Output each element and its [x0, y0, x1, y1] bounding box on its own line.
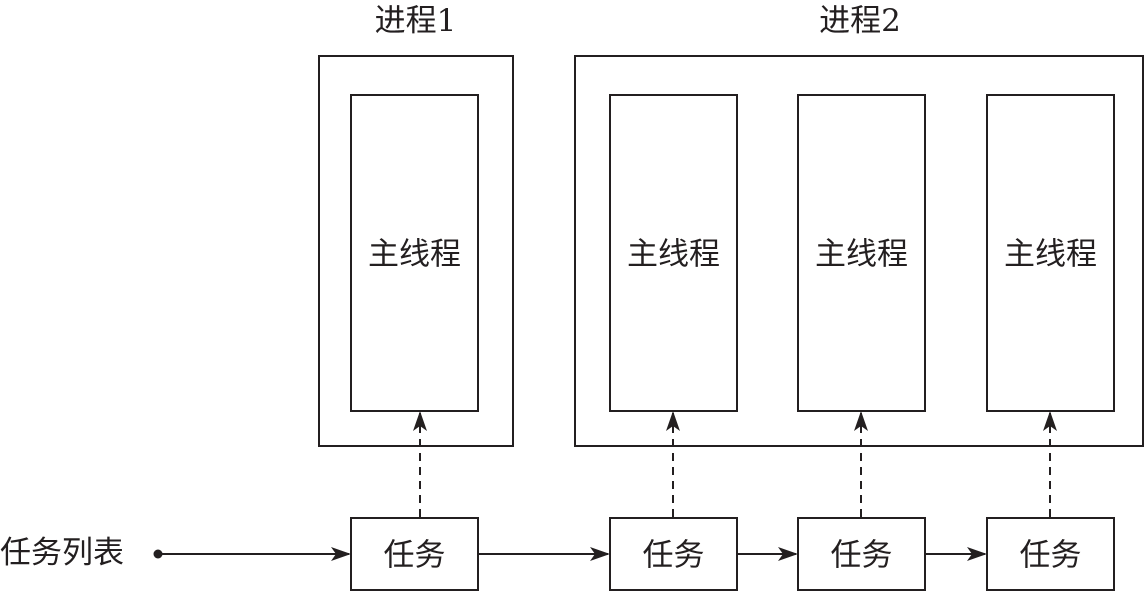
main-thread-label: 主线程 — [815, 236, 908, 273]
task-label: 任务 — [642, 537, 705, 574]
main-thread-label: 主线程 — [1004, 236, 1097, 273]
main-thread-label: 主线程 — [368, 236, 461, 273]
task-1: 任务 — [350, 517, 479, 591]
task-label: 任务 — [830, 537, 893, 574]
process-2-main-thread-3: 主线程 — [986, 94, 1115, 412]
task-2: 任务 — [609, 517, 738, 591]
process-1-container — [318, 55, 514, 447]
process-1-main-thread: 主线程 — [350, 94, 479, 412]
task-3: 任务 — [797, 517, 926, 591]
process-2-container — [574, 55, 1144, 447]
task-4: 任务 — [986, 517, 1115, 591]
task-list-label: 任务列表 — [0, 535, 124, 571]
task-label: 任务 — [383, 537, 446, 574]
main-thread-label: 主线程 — [627, 236, 720, 273]
task-label: 任务 — [1019, 537, 1082, 574]
process-1-title: 进程1 — [374, 3, 457, 39]
process-2-title: 进程2 — [819, 3, 901, 39]
